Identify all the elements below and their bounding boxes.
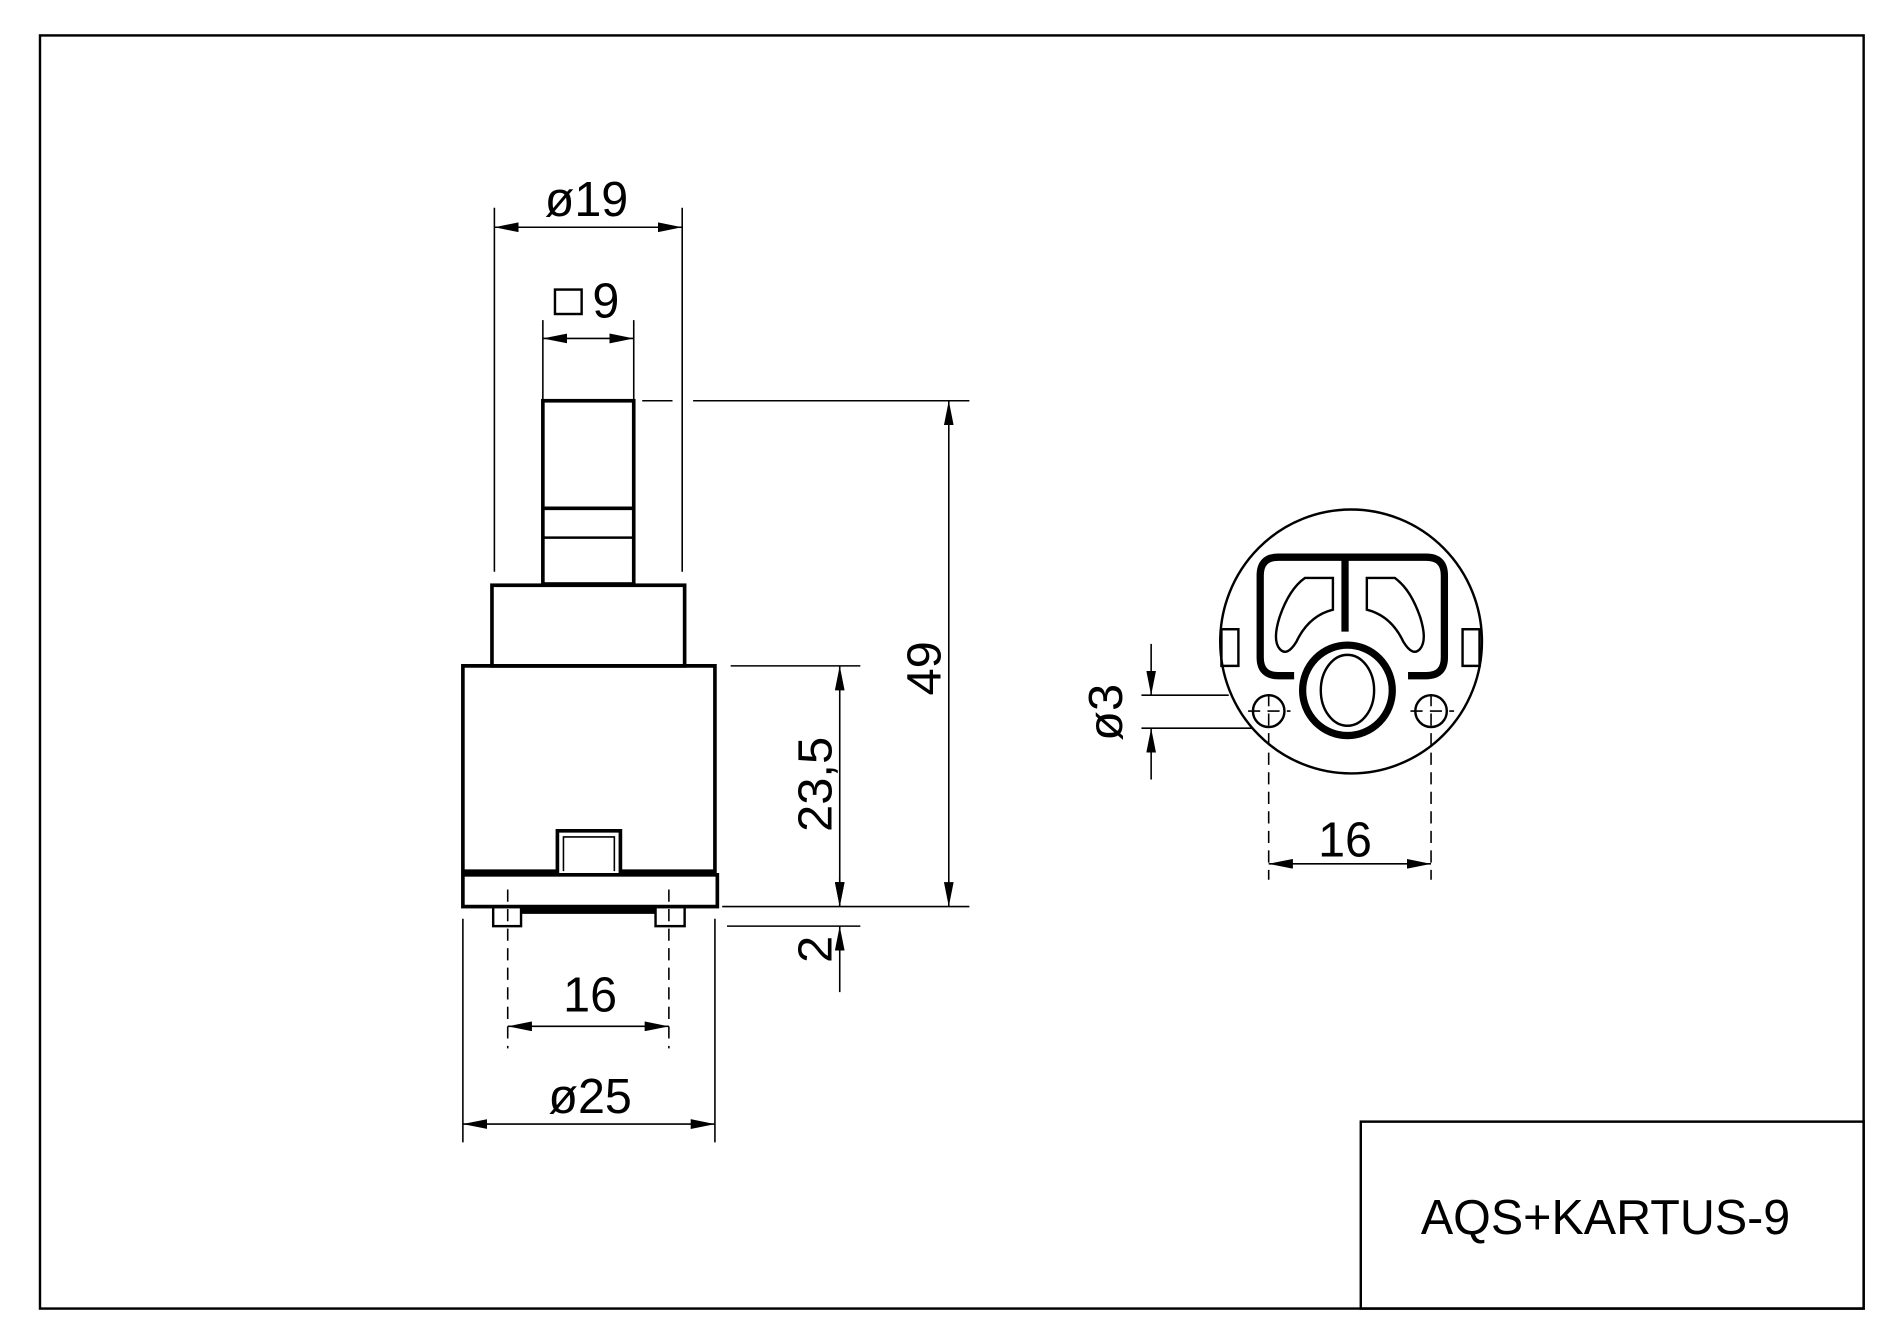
label-body-diameter: ø25 (548, 1070, 631, 1124)
base-plate (461, 872, 720, 909)
label-stem-square: 9 (592, 274, 619, 328)
stem (541, 398, 636, 586)
port-outline (1256, 553, 1449, 680)
dimension-pin-spacing: 16 (506, 889, 670, 1049)
dimension-hole-spacing: 16 (1267, 693, 1432, 880)
label-stem-diameter: ø19 (545, 173, 628, 227)
center-ring (1298, 641, 1396, 740)
label-hole-spacing: 16 (1318, 813, 1372, 867)
drawing-frame (38, 34, 1865, 1310)
dimension-stem-diameter: ø19 (493, 173, 683, 572)
collar (490, 583, 687, 668)
drawing-title: AQS+KARTUS-9 (1421, 1191, 1790, 1245)
bottom-view (1219, 508, 1484, 775)
side-view (461, 398, 720, 928)
dimension-total-height: 49 (642, 399, 970, 908)
title-block: AQS+KARTUS-9 (1359, 1120, 1865, 1310)
center-port (1319, 653, 1376, 727)
outer-circle (1219, 508, 1484, 775)
body (461, 664, 717, 873)
pin-right (654, 905, 686, 928)
port-left (1274, 576, 1335, 653)
label-body-height: 23,5 (788, 737, 842, 832)
port-right (1365, 576, 1425, 653)
dimension-body-diameter: ø25 (462, 918, 716, 1143)
dimension-pin-height: 2 (727, 877, 861, 993)
square-symbol-icon (553, 288, 583, 316)
dimension-body-height: 23,5 (730, 665, 861, 907)
dimension-hole-diameter: ø3 (1079, 643, 1252, 780)
label-total-height: 49 (897, 641, 951, 695)
pin-left (491, 905, 523, 928)
label-pin-height: 2 (788, 936, 842, 963)
label-pin-spacing: 16 (563, 968, 617, 1022)
side-notch-right (1461, 628, 1481, 668)
label-hole-diameter: ø3 (1079, 684, 1133, 741)
side-notch-left (1220, 628, 1240, 668)
dimension-stem-square: 9 (542, 274, 635, 401)
